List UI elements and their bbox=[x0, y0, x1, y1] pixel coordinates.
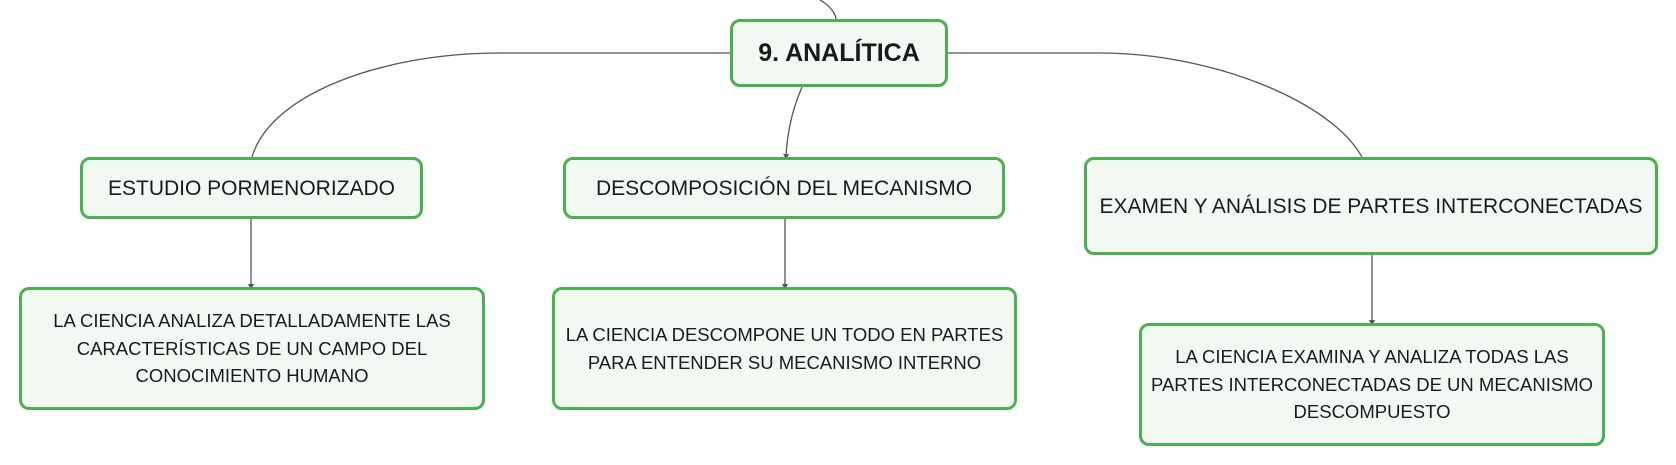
detail-text-estudio: LA CIENCIA ANALIZA DETALLADAMENTE LAS CA… bbox=[53, 310, 451, 387]
detail-text-examen: LA CIENCIA EXAMINA Y ANALIZA TODAS LAS P… bbox=[1151, 346, 1593, 423]
branch-label-descomposicion: DESCOMPOSICIÓN DEL MECANISMO bbox=[595, 176, 973, 200]
branch-node-examen[interactable]: EXAMEN Y ANÁLISIS DE PARTES INTERCONECTA… bbox=[1084, 157, 1658, 255]
branch-node-estudio[interactable]: ESTUDIO PORMENORIZADO bbox=[80, 157, 423, 219]
detail-text-descomposicion: LA CIENCIA DESCOMPONE UN TODO EN PARTES … bbox=[565, 324, 1004, 373]
connector-root-to-branch-1 bbox=[251, 52, 730, 158]
branch-label-estudio: ESTUDIO PORMENORIZADO bbox=[107, 176, 396, 200]
branch-label-examen: EXAMEN Y ANÁLISIS DE PARTES INTERCONECTA… bbox=[1099, 194, 1643, 218]
root-topic-label: 9. ANALÍTICA bbox=[758, 38, 920, 67]
detail-node-examen[interactable]: LA CIENCIA EXAMINA Y ANALIZA TODAS LAS P… bbox=[1139, 323, 1605, 446]
root-topic-node[interactable]: 9. ANALÍTICA bbox=[730, 19, 948, 87]
detail-node-estudio[interactable]: LA CIENCIA ANALIZA DETALLADAMENTE LAS CA… bbox=[19, 287, 485, 410]
connector-root-to-branch-3 bbox=[948, 52, 1363, 158]
connector-root-to-branch-2 bbox=[783, 86, 803, 160]
branch-node-descomposicion[interactable]: DESCOMPOSICIÓN DEL MECANISMO bbox=[563, 157, 1005, 219]
detail-node-descomposicion[interactable]: LA CIENCIA DESCOMPONE UN TODO EN PARTES … bbox=[552, 287, 1017, 410]
connector-parent-to-root bbox=[819, 0, 837, 20]
